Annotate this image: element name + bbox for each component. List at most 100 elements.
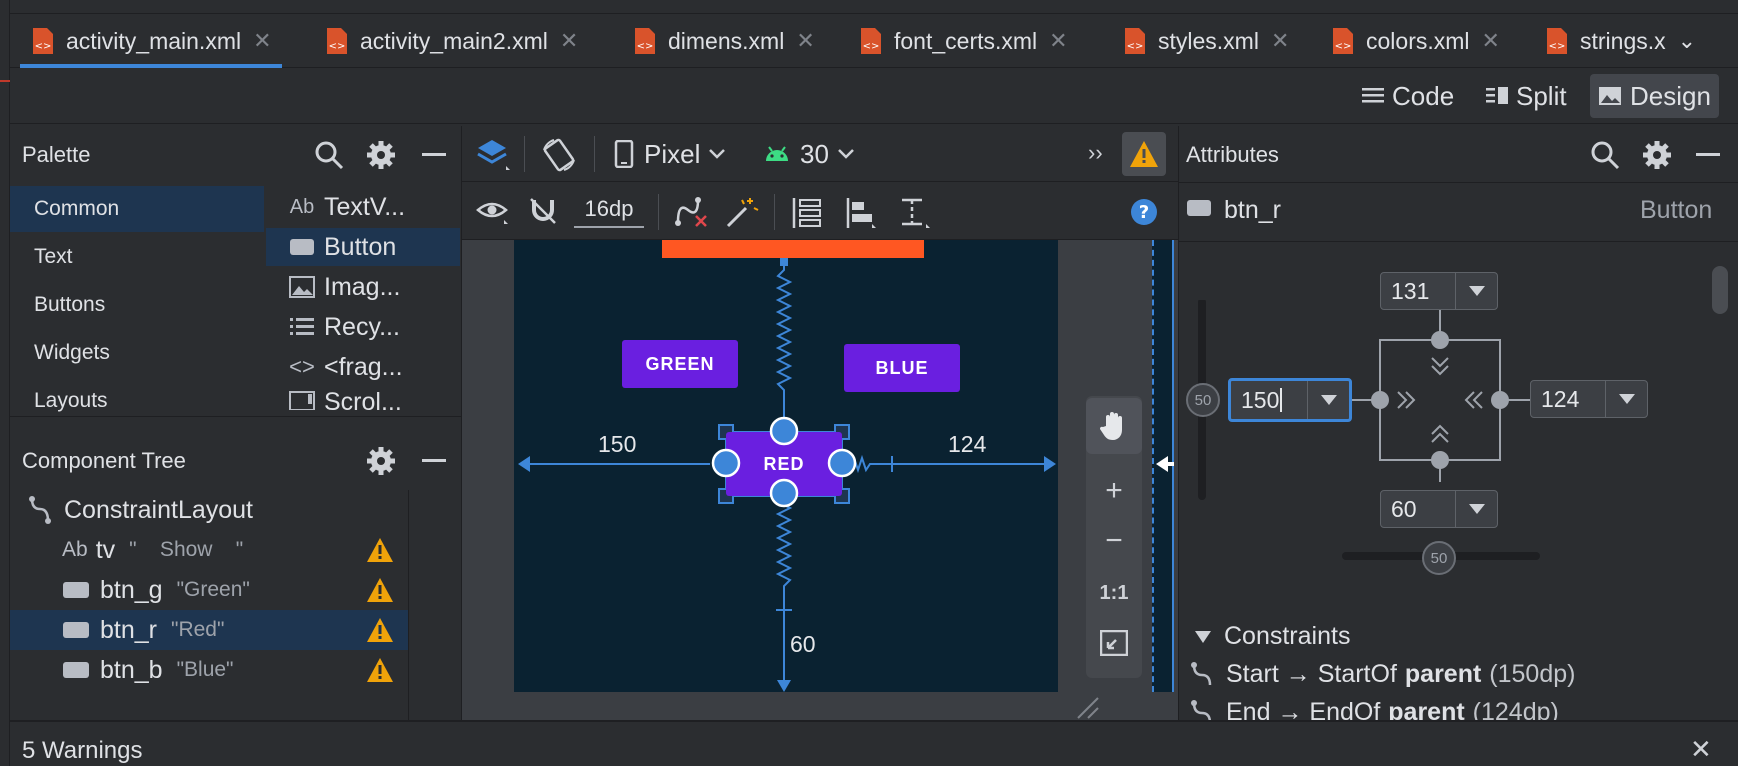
palette-category-text[interactable]: Text	[34, 245, 73, 268]
toolbar-overflow-button[interactable]: ››	[1088, 140, 1103, 165]
close-icon[interactable]: ✕	[559, 28, 579, 53]
close-icon[interactable]: ✕	[1481, 28, 1500, 53]
tab-font-certs[interactable]: <> font_certs.xml ✕	[858, 14, 1068, 68]
zoom-actual-size-button[interactable]: 1:1	[1099, 581, 1129, 604]
chevron-down-icon[interactable]	[1307, 381, 1349, 419]
resize-handle-icon[interactable]	[1076, 696, 1100, 720]
tree-item-btn-g[interactable]: btn_g "Green"	[10, 570, 408, 610]
design-view-button[interactable]: Design	[1590, 74, 1719, 118]
zoom-fit-button[interactable]	[1086, 618, 1142, 668]
split-view-button[interactable]: Split	[1478, 74, 1575, 118]
palette-item-textview[interactable]: Ab TextV...	[266, 188, 460, 226]
tab-label: colors.xml	[1366, 27, 1470, 54]
palette-category-common[interactable]: Common	[10, 186, 264, 232]
constraint-target: parent	[1388, 698, 1465, 720]
minimize-icon[interactable]	[422, 153, 446, 156]
help-icon[interactable]: ?	[1130, 198, 1158, 226]
end-margin-input[interactable]: 124	[1530, 380, 1648, 418]
tree-item-tv[interactable]: Ab tv " Show "	[10, 530, 408, 570]
api-level-selector[interactable]: 30	[764, 136, 855, 172]
image-icon	[288, 276, 316, 298]
tab-activity-main2[interactable]: <> activity_main2.xml ✕	[324, 14, 578, 68]
start-margin-input[interactable]: 150	[1228, 378, 1352, 422]
search-icon[interactable]	[314, 140, 344, 170]
align-icon[interactable]	[844, 196, 880, 230]
orientation-icon[interactable]	[540, 136, 578, 174]
constraint-row-start[interactable]: Start → StartOf parent (150dp)	[1190, 660, 1575, 689]
warning-icon[interactable]	[366, 657, 394, 683]
palette-item-button[interactable]: Button	[266, 228, 460, 266]
minimize-icon[interactable]	[1696, 153, 1720, 156]
top-margin-input[interactable]: 131	[1380, 272, 1498, 310]
palette-category-layouts[interactable]: Layouts	[34, 389, 108, 412]
chevron-down-icon[interactable]: ⌄	[1677, 28, 1697, 53]
eye-icon[interactable]	[476, 198, 512, 226]
zoom-out-button[interactable]: −	[1105, 524, 1123, 557]
button-icon	[63, 622, 89, 638]
component-type-label: Button	[1640, 196, 1713, 224]
default-margin-selector[interactable]: 16dp	[574, 196, 644, 228]
search-icon[interactable]	[1590, 140, 1620, 170]
tab-colors[interactable]: <> colors.xml ✕	[1330, 14, 1500, 68]
warnings-button[interactable]	[1122, 132, 1166, 176]
horizontal-bias-slider[interactable]: 50	[1422, 541, 1456, 575]
constraint-row-end[interactable]: End → EndOf parent (124dp)	[1190, 698, 1559, 720]
tab-activity-main[interactable]: <> activity_main.xml ✕	[20, 14, 282, 68]
chevron-down-icon[interactable]	[1455, 273, 1497, 309]
gear-icon[interactable]	[366, 446, 396, 476]
tree-item-constraintlayout[interactable]: ConstraintLayout	[10, 490, 408, 530]
design-toolbar-top	[462, 126, 1178, 182]
minimize-icon[interactable]	[422, 459, 446, 462]
constraint-widget[interactable]	[1190, 300, 1650, 580]
pack-icon[interactable]	[790, 196, 826, 230]
magic-wand-icon[interactable]	[724, 196, 760, 230]
warning-icon[interactable]	[366, 617, 394, 643]
palette-item-scrollview[interactable]: Scrol...	[266, 388, 460, 416]
close-icon[interactable]: ✕	[1270, 28, 1290, 53]
warning-icon[interactable]	[366, 577, 394, 603]
layers-icon[interactable]	[476, 138, 512, 172]
palette-category-widgets[interactable]: Widgets	[34, 341, 110, 364]
guidelines-icon[interactable]	[898, 196, 934, 230]
warning-icon[interactable]	[366, 537, 394, 563]
constraint-layout-icon	[29, 496, 51, 524]
gear-icon[interactable]	[1642, 140, 1672, 170]
close-icon[interactable]: ✕	[1690, 734, 1712, 764]
tab-styles[interactable]: <> styles.xml ✕	[1122, 14, 1289, 68]
palette-item-label: Scrol...	[324, 388, 402, 416]
pan-hand-button[interactable]	[1086, 398, 1142, 454]
code-view-button[interactable]: Code	[1354, 74, 1462, 118]
constraint-anchor-handles[interactable]	[710, 414, 860, 516]
palette-item-imageview[interactable]: Imag...	[266, 268, 460, 306]
tree-item-btn-r[interactable]: btn_r "Red"	[10, 610, 408, 650]
button-icon	[288, 238, 316, 256]
palette-category-buttons[interactable]: Buttons	[34, 293, 106, 316]
close-icon[interactable]: ✕	[1049, 28, 1068, 53]
green-button[interactable]: GREEN	[622, 340, 738, 388]
constraint-link-icon	[1191, 699, 1212, 720]
chevron-down-icon[interactable]	[1605, 381, 1647, 417]
show-textview-bar[interactable]	[662, 240, 924, 258]
component-id-field[interactable]: btn_r	[1224, 196, 1281, 224]
chevron-down-icon[interactable]	[1455, 491, 1497, 527]
attributes-scrollbar[interactable]	[1712, 266, 1728, 314]
zoom-in-button[interactable]: +	[1105, 474, 1123, 507]
vertical-bias-slider[interactable]: 50	[1186, 383, 1220, 417]
palette-item-recyclerview[interactable]: Recy...	[266, 308, 460, 346]
close-icon[interactable]: ✕	[253, 28, 272, 53]
magnet-off-icon[interactable]	[528, 196, 558, 226]
tab-dimens[interactable]: <> dimens.xml ✕	[632, 14, 815, 68]
clear-constraints-icon[interactable]	[674, 196, 710, 230]
bottom-margin-input[interactable]: 60	[1380, 490, 1498, 528]
device-selector[interactable]: Pixel	[614, 136, 726, 172]
gear-icon[interactable]	[366, 140, 396, 170]
tab-strings[interactable]: <> strings.x ⌄	[1544, 14, 1696, 68]
android-icon	[766, 146, 788, 161]
blue-button[interactable]: BLUE	[844, 344, 960, 392]
close-icon[interactable]: ✕	[796, 28, 815, 53]
palette-item-label: <frag...	[324, 352, 403, 381]
constraints-section-header[interactable]: Constraints	[1194, 622, 1350, 651]
device-label: Pixel	[644, 138, 701, 169]
tree-item-btn-b[interactable]: btn_b "Blue"	[10, 650, 408, 690]
palette-item-fragment[interactable]: <> <frag...	[266, 348, 460, 386]
